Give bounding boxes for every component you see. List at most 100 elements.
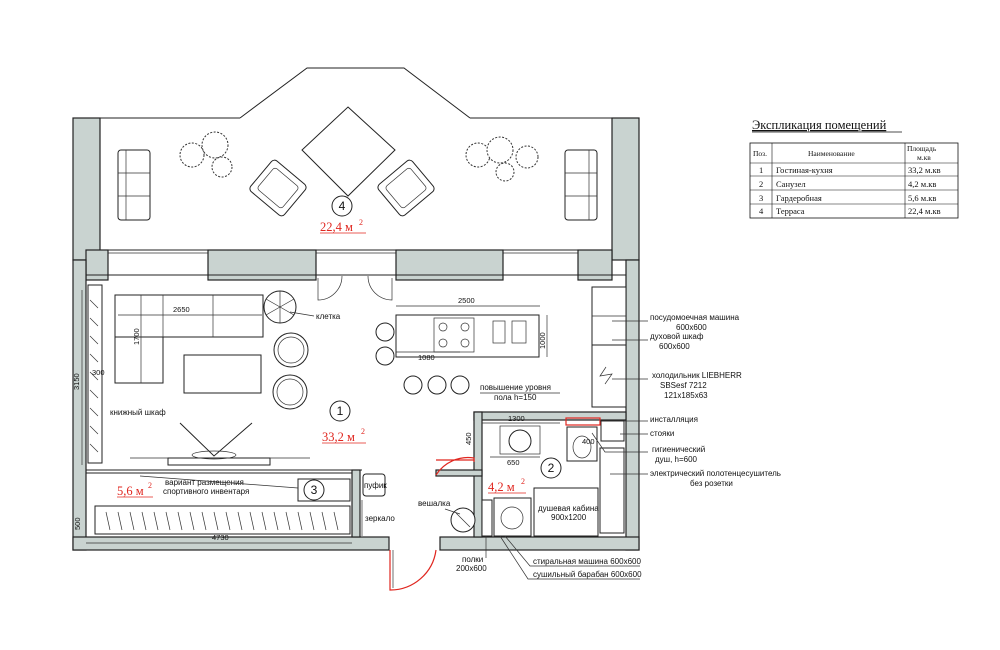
room-3-number: 3 xyxy=(311,483,318,497)
room-2-marker xyxy=(540,457,562,479)
outer-wall-bottom-left xyxy=(72,536,390,551)
label-cage: клетка xyxy=(316,312,341,321)
terrace-wall-left xyxy=(72,117,101,261)
terrace-sofa-right xyxy=(564,149,598,221)
dim-1000: 1000 xyxy=(538,332,547,349)
dim-1700: 1700 xyxy=(132,328,141,345)
dim-450: 450 xyxy=(464,432,473,445)
living-furniture: 1 33,2 м 2 xyxy=(87,275,393,466)
stool-5 xyxy=(450,375,470,395)
legend-row2-name: Санузел xyxy=(776,179,806,189)
terrace-area: 4 22,4 м 2 xyxy=(72,67,640,261)
plants-left xyxy=(179,131,233,178)
label-level-2: пола h=150 xyxy=(494,393,537,402)
wardrobe-entry: 3 5,6 м 2 xyxy=(94,473,476,591)
label-dishwasher-2: 600х600 xyxy=(676,323,707,332)
legend-row1-name: Гостиная-кухня xyxy=(776,165,833,175)
legend-row2-area: 4,2 м.кв xyxy=(908,179,936,189)
installation-marker xyxy=(565,417,601,426)
armchair-left xyxy=(249,159,307,217)
terrace-sofa-left xyxy=(117,149,151,221)
legend-row4-num: 4 xyxy=(759,206,764,216)
armchair-right xyxy=(377,159,435,217)
label-pouf: пуфик xyxy=(364,481,387,490)
tv-view-angle xyxy=(179,422,253,457)
dim-2650: 2650 xyxy=(173,305,190,314)
legend-title: Экспликация помещений xyxy=(752,118,887,132)
entry-door-swing xyxy=(389,549,437,591)
label-fridge-1: холодильник LIEBHERR xyxy=(652,371,742,380)
outer-wall-left xyxy=(72,259,87,551)
bath-door-lintel xyxy=(435,469,483,477)
kitchen-island xyxy=(395,314,540,358)
room-4-area: 22,4 м xyxy=(320,220,353,234)
dim-650: 650 xyxy=(507,458,520,467)
dim-400: 400 xyxy=(582,437,595,446)
dim-500: 500 xyxy=(73,517,82,530)
label-shelves-1: полки xyxy=(462,555,483,564)
bar-stool-2 xyxy=(375,346,395,366)
stool-3 xyxy=(403,375,423,395)
room-1-area: 33,2 м xyxy=(322,430,355,444)
label-sport-2: спортивного инвентаря xyxy=(163,487,249,496)
label-risers: стояки xyxy=(650,429,674,438)
room-1-marker xyxy=(329,400,351,422)
dim-1080: 1080 xyxy=(418,353,435,362)
dimension-lines: 2650 1700 300 3150 2500 1080 1000 1300 4… xyxy=(72,290,595,544)
terrace-wall-right xyxy=(611,117,640,261)
plants-right xyxy=(465,136,539,182)
legend-row3-area: 5,6 м.кв xyxy=(908,193,936,203)
legend-row4-area: 22,4 м.кв xyxy=(908,206,941,216)
dim-300: 300 xyxy=(92,368,105,377)
round-pouf-2 xyxy=(272,374,308,410)
dim-2500: 2500 xyxy=(458,296,475,305)
room-4-area-sup: 2 xyxy=(359,218,363,227)
label-bookcase: книжный шкаф xyxy=(110,408,166,417)
installation-box xyxy=(600,420,625,442)
room-2-area: 4,2 м xyxy=(488,480,515,494)
label-shower-1: душевая кабина xyxy=(538,504,599,513)
room-2-number: 2 xyxy=(548,461,555,475)
dim-3150: 3150 xyxy=(72,373,81,390)
outer-wall-bottom-right xyxy=(439,536,640,551)
bath-door-swing xyxy=(435,456,475,476)
tv-stand xyxy=(167,457,271,466)
towel-dryer xyxy=(599,447,625,534)
terrace-door-right xyxy=(367,275,393,301)
pouf-square xyxy=(362,473,386,497)
bar-stool-1 xyxy=(375,322,395,342)
terrace-door-left xyxy=(317,275,343,301)
room-4-number: 4 xyxy=(339,199,346,213)
label-hanger: вешалка xyxy=(418,499,451,508)
legend-row3-name: Гардеробная xyxy=(776,193,822,203)
dim-1300: 1300 xyxy=(508,414,525,423)
coffee-table xyxy=(183,354,262,394)
room-2-area-sup: 2 xyxy=(521,477,525,486)
label-oven-2: 600х600 xyxy=(659,342,690,351)
room-3-area-sup: 2 xyxy=(148,481,152,490)
sink xyxy=(508,429,532,453)
stool-4 xyxy=(427,375,447,395)
legend-head-area-2: м.кв xyxy=(917,153,931,162)
label-level-1: повышение уровня xyxy=(480,383,551,392)
bathroom: 2 4,2 м 2 xyxy=(435,417,625,537)
annotations: клетка книжный шкаф повышение уровня пол… xyxy=(110,311,781,580)
legend-row2-num: 2 xyxy=(759,179,763,189)
label-hyg-2: душ, h=600 xyxy=(655,455,698,464)
bath-shelves xyxy=(481,499,493,537)
outer-wall-right xyxy=(625,259,640,551)
legend-row1-num: 1 xyxy=(759,165,763,175)
room-3-marker xyxy=(303,479,325,501)
label-shower-2: 900х1200 xyxy=(551,513,587,522)
legend-head-name: Наименование xyxy=(808,149,855,158)
room-1-area-sup: 2 xyxy=(361,427,365,436)
kitchen xyxy=(375,286,627,408)
label-towel-2: без розетки xyxy=(690,479,733,488)
bookcase xyxy=(87,284,103,464)
label-install: инсталляция xyxy=(650,415,698,424)
round-pouf-1 xyxy=(273,332,309,368)
terrace-bay-outline xyxy=(239,67,471,119)
label-dryer: сушильный барабан 600х600 xyxy=(533,570,642,579)
room-3-area: 5,6 м xyxy=(117,484,144,498)
label-shelves-2: 200х600 xyxy=(456,564,487,573)
